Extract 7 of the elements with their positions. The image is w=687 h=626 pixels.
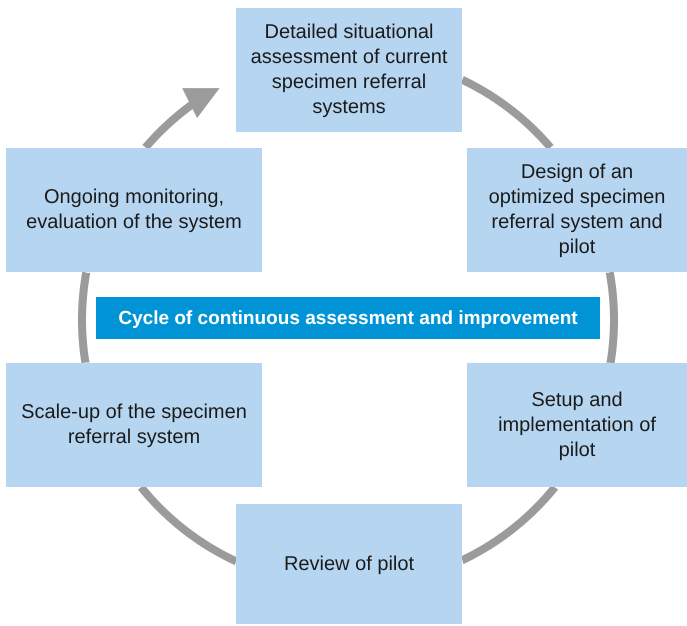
- process-box: Ongoing monitoring, evaluation of the system: [6, 148, 262, 272]
- title-band: Cycle of continuous assessment and improvement: [96, 297, 600, 339]
- process-box: Setup and implementation of pilot: [467, 363, 687, 487]
- process-box: Scale-up of the specimen referral system: [6, 363, 262, 487]
- process-box: Design of an optimized specimen referral system and pilot: [467, 148, 687, 272]
- process-box: Review of pilot: [236, 504, 462, 624]
- process-box: Detailed situational assessment of current specimen referral systems: [236, 8, 462, 132]
